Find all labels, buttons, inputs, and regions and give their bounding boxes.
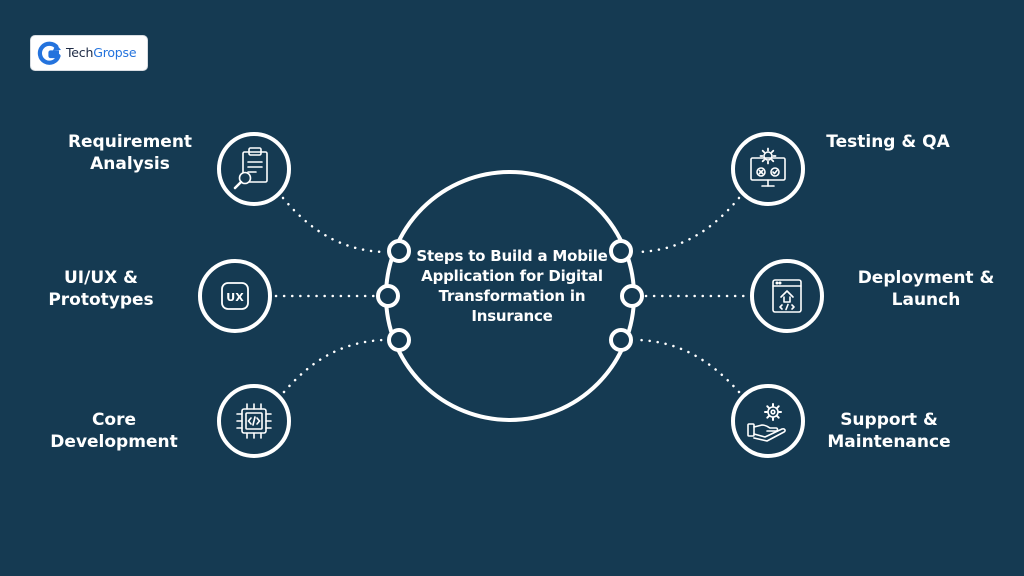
- node-uiux: [376, 284, 400, 308]
- step-circles: [198, 132, 824, 458]
- label-line: Prototypes: [48, 290, 154, 310]
- step-circle-uiux: [198, 259, 272, 333]
- step-circle-requirement: [217, 132, 291, 206]
- label-line: UI/UX &: [64, 268, 138, 288]
- label-support-maintenance: Support & Maintenance: [814, 409, 964, 453]
- label-core-development: Core Development: [40, 409, 188, 453]
- label-line: Launch: [891, 290, 961, 310]
- connectors: [274, 196, 748, 394]
- label-testing-qa: Testing & QA: [818, 131, 958, 153]
- logo-wordmark: TechGropse: [66, 45, 137, 60]
- step-circle-support: [731, 384, 805, 458]
- browser-upload-icon: [772, 279, 802, 313]
- chip-code-icon: [236, 403, 272, 439]
- label-line: Core: [91, 410, 137, 430]
- monitor-gear-icon: [750, 147, 786, 187]
- center-title: Steps to Build a Mobile Application for …: [416, 247, 608, 325]
- label-line: Maintenance: [827, 432, 951, 452]
- label-line: Development: [50, 432, 178, 452]
- step-circle-deployment: [750, 259, 824, 333]
- junction-nodes: [376, 239, 644, 352]
- node-requirement: [387, 239, 411, 263]
- step-circle-testing: [731, 132, 805, 206]
- connector-core: [282, 338, 385, 394]
- techgropse-logo[interactable]: TechGropse: [30, 35, 148, 71]
- label-line: Analysis: [90, 154, 170, 174]
- label-requirement-analysis: Requirement Analysis: [56, 131, 204, 175]
- node-deployment: [620, 284, 644, 308]
- ux-badge-icon: UX: [221, 282, 249, 310]
- g-arrow-logo-icon: [37, 41, 61, 65]
- node-core: [387, 328, 411, 352]
- logo-text-tech: Tech: [66, 45, 94, 60]
- clipboard-search-icon: [233, 147, 268, 190]
- label-line: Support &: [840, 410, 938, 430]
- connector-support: [637, 338, 741, 394]
- label-uiux-prototypes: UI/UX & Prototypes: [36, 267, 166, 311]
- node-support: [609, 328, 633, 352]
- label-line: Requirement: [67, 132, 193, 152]
- label-line: Deployment &: [857, 268, 995, 288]
- hand-gear-icon: [747, 403, 786, 442]
- logo-text-gropse: Gropse: [93, 45, 137, 60]
- step-circle-core: [217, 384, 291, 458]
- connector-requirement: [281, 196, 385, 254]
- ux-badge-text: UX: [226, 291, 244, 304]
- label-line: Testing & QA: [826, 132, 950, 152]
- label-deployment-launch: Deployment & Launch: [850, 267, 1002, 311]
- connector-testing: [637, 196, 741, 254]
- node-testing: [609, 239, 633, 263]
